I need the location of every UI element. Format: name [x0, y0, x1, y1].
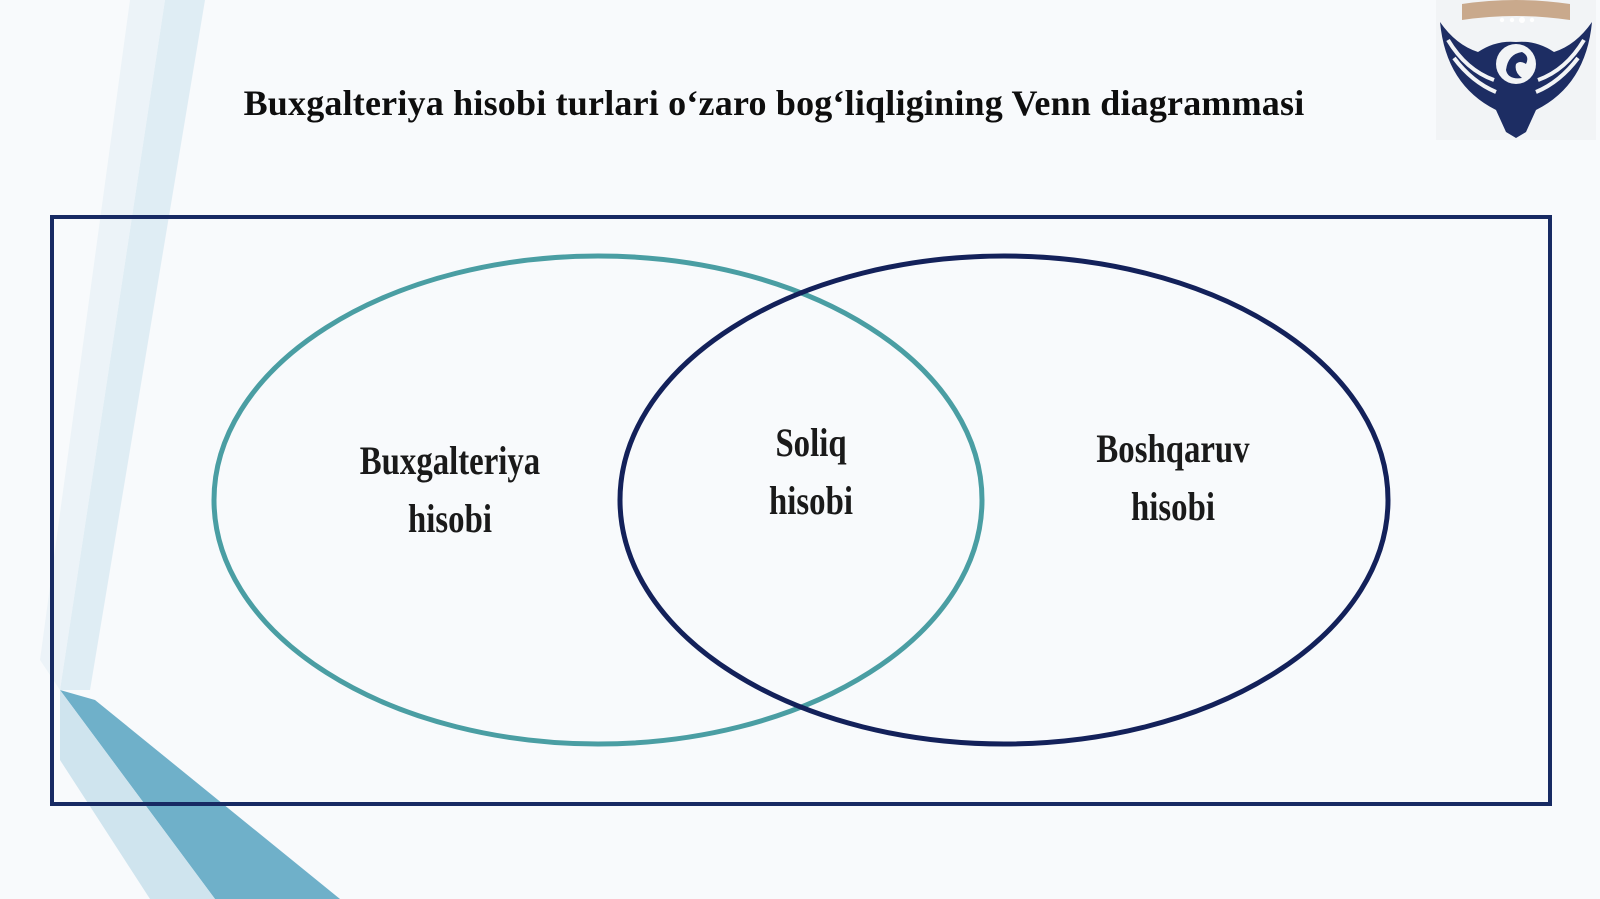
decor-bottom-wedge-light: [60, 690, 215, 899]
diagram-frame: [50, 215, 1552, 806]
label-boshqaruv-hisobi: Boshqaruv hisobi: [1096, 426, 1250, 529]
decor-diagonal-band: [60, 0, 205, 690]
eagle-emblem-icon: [1436, 0, 1596, 140]
circle-boshqaruv: [617, 253, 1391, 747]
decor-bottom-wedge: [60, 690, 340, 899]
decor-diagonal-band-light: [40, 0, 165, 690]
circle-buxgalteriya: [211, 253, 985, 747]
label-buxgalteriya-hisobi: Buxgalteriya hisobi: [359, 438, 541, 541]
label-soliq-hisobi: Soliq hisobi: [769, 420, 853, 523]
page-title: Buxgalteriya hisobi turlari o‘zaro bog‘l…: [243, 83, 1305, 123]
